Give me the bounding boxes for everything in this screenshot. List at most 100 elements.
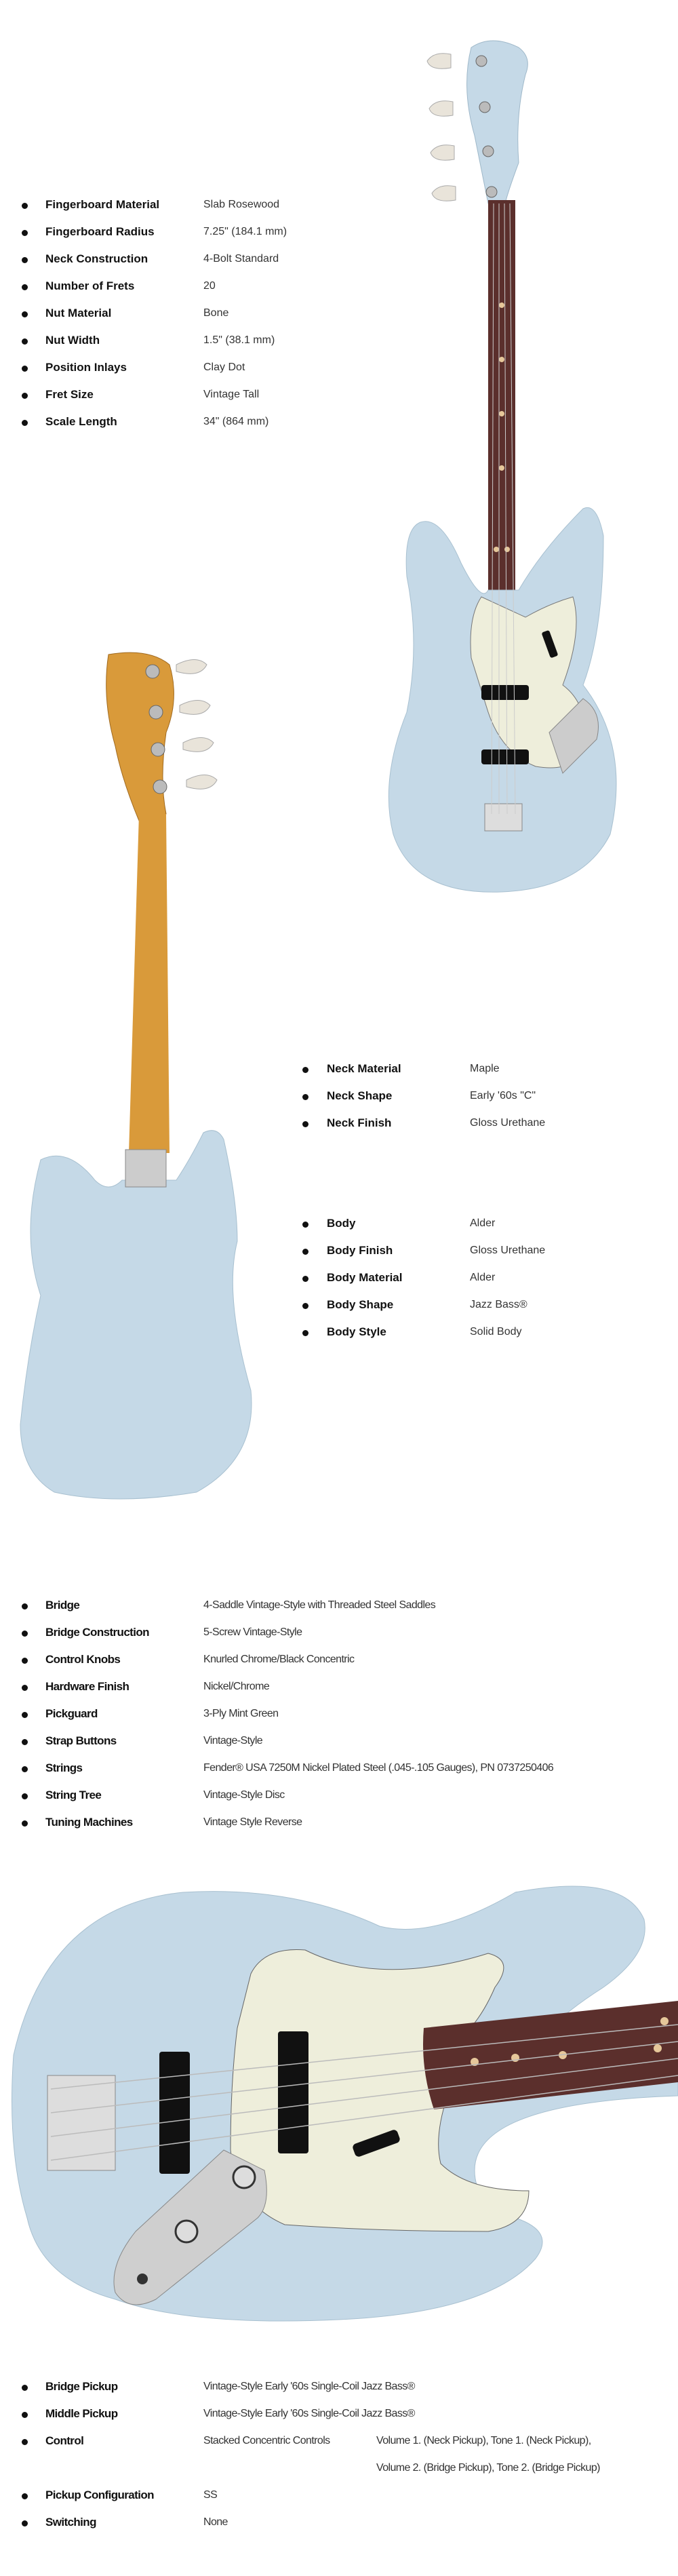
bridge-pickup xyxy=(481,749,529,764)
spec-label: Control Knobs xyxy=(45,1653,121,1666)
spec-label: Neck Finish xyxy=(327,1116,392,1129)
spec-row: Bridge 4-Saddle Vintage-Style with Threa… xyxy=(0,1599,651,1633)
spec-value: Gloss Urethane xyxy=(470,1245,546,1256)
spec-label: Tuning Machines xyxy=(45,1816,133,1829)
spec-row: Control Knobs Knurled Chrome/Black Conce… xyxy=(0,1653,651,1687)
output-jack xyxy=(137,2273,148,2284)
spec-row: Bridge Construction 5-Screw Vintage-Styl… xyxy=(0,1626,651,1660)
spec-label: Switching xyxy=(45,2516,96,2529)
spec-row: Scale Length 34" (864 mm) xyxy=(0,415,651,450)
bullet-icon xyxy=(22,203,28,209)
bass-front-image xyxy=(388,40,617,893)
bullet-icon xyxy=(22,1766,28,1772)
spec-label: Body xyxy=(327,1217,356,1230)
spec-row: Pickup Configuration SS xyxy=(0,2489,651,2523)
spec-value: 4-Saddle Vintage-Style with Threaded Ste… xyxy=(203,1599,436,1611)
spec-row: Fingerboard Radius 7.25" (184.1 mm) xyxy=(0,225,651,260)
bullet-icon xyxy=(22,2439,28,2445)
neck-pickup-closeup xyxy=(278,2031,308,2153)
spec-label: Nut Material xyxy=(45,307,112,319)
bullet-icon xyxy=(22,2412,28,2418)
bullet-icon xyxy=(22,1631,28,1637)
spec-value: Slab Rosewood xyxy=(203,199,280,210)
knob xyxy=(232,2165,256,2189)
spec-label: Nut Width xyxy=(45,334,100,347)
spec-label: Pickguard xyxy=(45,1707,98,1720)
spec-row: Body Shape Jazz Bass® xyxy=(0,1298,651,1333)
spec-row: Hardware Finish Nickel/Chrome xyxy=(0,1680,651,1715)
spec-label: Middle Pickup xyxy=(45,2407,118,2420)
bullet-icon xyxy=(22,366,28,372)
bullet-icon xyxy=(22,230,28,236)
spec-label: Number of Frets xyxy=(45,279,135,292)
spec-row: Neck Shape Early '60s "C" xyxy=(0,1089,651,1124)
bullet-icon xyxy=(302,1303,308,1309)
body-back xyxy=(20,1130,252,1500)
bridge-pickup-closeup xyxy=(159,2052,190,2174)
spec-value: Alder xyxy=(470,1272,496,1283)
spec-row: Nut Width 1.5" (38.1 mm) xyxy=(0,334,651,368)
neck-pickup xyxy=(481,685,529,700)
spec-label: Position Inlays xyxy=(45,361,127,374)
spec-label: Bridge Construction xyxy=(45,1626,150,1639)
spec-value-extra: Volume 1. (Neck Pickup), Tone 1. (Neck P… xyxy=(376,2435,591,2446)
bullet-icon xyxy=(22,1712,28,1718)
spec-row: Fret Size Vintage Tall xyxy=(0,388,651,423)
spec-value: Gloss Urethane xyxy=(470,1117,546,1129)
spec-label: Control xyxy=(45,2434,84,2447)
spec-label: Neck Shape xyxy=(327,1089,393,1102)
spec-value: Vintage Style Reverse xyxy=(203,1816,302,1828)
spec-label: Body Shape xyxy=(327,1298,394,1311)
spec-label: Bridge xyxy=(45,1599,80,1612)
control-plate xyxy=(549,698,599,774)
bullet-icon xyxy=(302,1249,308,1255)
spec-label: Neck Construction xyxy=(45,252,148,265)
spec-value: Clay Dot xyxy=(203,362,245,373)
spec-label: Neck Material xyxy=(327,1062,401,1075)
bullet-icon xyxy=(22,1820,28,1827)
spec-value: Solid Body xyxy=(470,1326,522,1338)
spec-value-extra: Volume 2. (Bridge Pickup), Tone 2. (Brid… xyxy=(376,2462,600,2474)
spec-label: Fingerboard Material xyxy=(45,198,160,211)
bullet-icon xyxy=(302,1121,308,1127)
spec-value: Maple xyxy=(470,1063,500,1074)
bullet-icon xyxy=(22,2385,28,2391)
spec-value: 1.5" (38.1 mm) xyxy=(203,334,275,346)
spec-value: Vintage Tall xyxy=(203,389,260,400)
spec-value: Vintage-Style Early '60s Single-Coil Jaz… xyxy=(203,2408,415,2419)
bullet-icon xyxy=(302,1067,308,1073)
spec-row: Position Inlays Clay Dot xyxy=(0,361,651,395)
spec-label: Bridge Pickup xyxy=(45,2380,118,2393)
bullet-icon xyxy=(22,2520,28,2526)
spec-label: Fret Size xyxy=(45,388,94,401)
bullet-icon xyxy=(22,1739,28,1745)
spec-value: Vintage-Style xyxy=(203,1735,263,1746)
spec-row: Nut Material Bone xyxy=(0,307,651,341)
bridge-closeup xyxy=(47,2075,116,2171)
spec-row: Middle Pickup Vintage-Style Early '60s S… xyxy=(0,2407,651,2442)
spec-label: Body Material xyxy=(327,1271,403,1284)
spec-row: Bridge Pickup Vintage-Style Early '60s S… xyxy=(0,2380,651,2415)
bullet-icon xyxy=(22,420,28,426)
spec-value: Fender® USA 7250M Nickel Plated Steel (.… xyxy=(203,1762,554,1774)
spec-value: SS xyxy=(203,2489,218,2501)
bullet-icon xyxy=(302,1222,308,1228)
neck-plate xyxy=(125,1149,167,1188)
spec-row: Switching None xyxy=(0,2516,651,2550)
spec-value: 5-Screw Vintage-Style xyxy=(203,1626,302,1638)
bridge xyxy=(484,803,523,832)
spec-value: 4-Bolt Standard xyxy=(203,253,279,265)
spec-value: Vintage-Style Disc xyxy=(203,1789,285,1801)
bullet-icon xyxy=(22,284,28,290)
spec-row: Strap Buttons Vintage-Style xyxy=(0,1734,651,1769)
spec-row: Tuning Machines Vintage Style Reverse xyxy=(0,1816,651,1850)
spec-row: Neck Construction 4-Bolt Standard xyxy=(0,252,651,287)
spec-value: Early '60s "C" xyxy=(470,1090,536,1101)
bullet-icon xyxy=(22,1793,28,1799)
bass-back-image xyxy=(20,652,252,1500)
spec-row: Body Alder xyxy=(0,1217,651,1251)
knob xyxy=(174,2219,199,2244)
spec-label: Body Finish xyxy=(327,1244,393,1257)
neck-back xyxy=(129,814,170,1153)
